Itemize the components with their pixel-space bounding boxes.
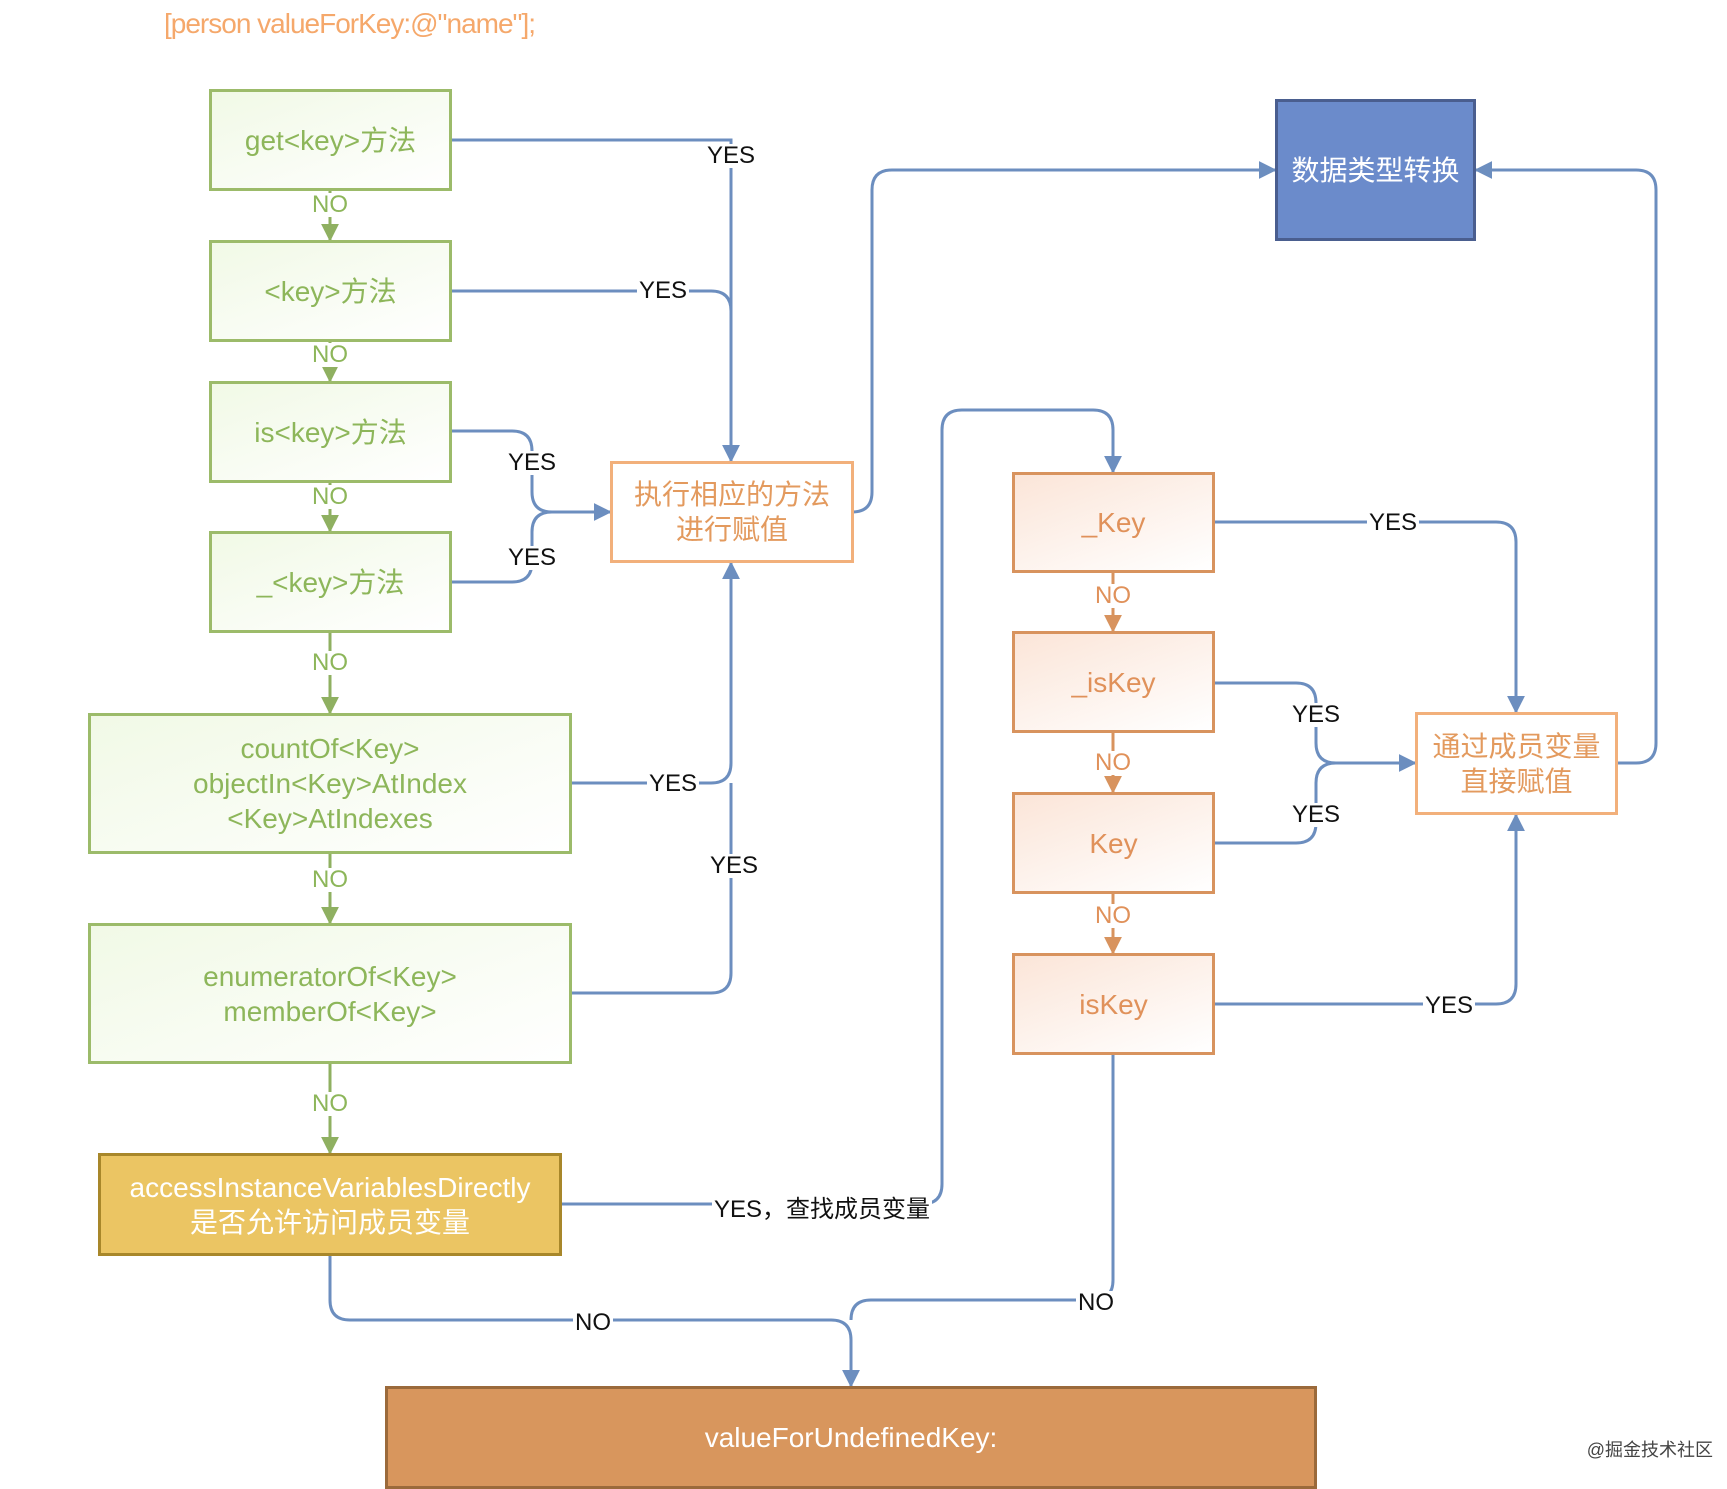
isKey-box: isKey	[1012, 953, 1215, 1055]
ivar-assign-line-1: 通过成员变量	[1432, 730, 1601, 762]
no-label-1: NO	[310, 191, 350, 218]
access-directly-box: accessInstanceVariablesDirectly 是否允许访问成员…	[98, 1153, 562, 1256]
yes-label-underscore-key: YES	[505, 544, 559, 571]
enumerator-of-line-1: enumeratorOf<Key>	[203, 960, 457, 992]
count-of-box: countOf<Key> objectIn<Key>AtIndex <Key>A…	[88, 713, 572, 854]
underscore-key-method-box: _<key>方法	[209, 531, 452, 633]
is-key-method-label: is<key>方法	[254, 416, 407, 448]
value-for-undefined-key-label: valueForUndefinedKey:	[704, 1422, 998, 1453]
yes-enumerator-of	[572, 783, 733, 995]
underscore-Key-box: _Key	[1012, 472, 1215, 573]
value-for-undefined-key-box: valueForUndefinedKey:	[385, 1386, 1317, 1489]
isKey-label: isKey	[1079, 988, 1148, 1020]
Key-label: Key	[1089, 827, 1138, 859]
underscore-isKey-label: _isKey	[1071, 666, 1156, 698]
get-key-method-label: get<key>方法	[244, 124, 417, 156]
key-method-label: <key>方法	[264, 275, 397, 307]
yes-_key	[1215, 520, 1525, 714]
assign-to-convert	[1474, 161, 1658, 765]
underscore-isKey-box: _isKey	[1012, 631, 1215, 733]
no-label-2: NO	[310, 341, 350, 368]
no-label-r1: NO	[1093, 582, 1133, 609]
yes-label-key: YES	[636, 277, 690, 304]
yes-label-count-of: YES	[646, 770, 700, 797]
no-label-r3: NO	[1093, 902, 1133, 929]
yes-label-_key: YES	[1366, 509, 1420, 536]
ivar-assign-line-2: 直接赋值	[1460, 765, 1573, 797]
yes-label-is-key: YES	[505, 449, 559, 476]
type-conversion-box: 数据类型转换	[1275, 99, 1476, 241]
no-label-3: NO	[310, 483, 350, 510]
yes-search-ivar	[562, 408, 1122, 1206]
get-key-method-box: get<key>方法	[209, 89, 452, 191]
no-label-6: NO	[310, 1090, 350, 1117]
yes-label-get-key: YES	[704, 142, 758, 169]
key-method-box: <key>方法	[209, 240, 452, 342]
yes-key	[452, 289, 733, 461]
no-label-4: NO	[310, 649, 350, 676]
enumerator-of-line-2: memberOf<Key>	[223, 995, 437, 1027]
no-label-5: NO	[310, 866, 350, 893]
Key-box: Key	[1012, 792, 1215, 894]
yes-label-_iskey: YES	[1289, 701, 1343, 728]
is-key-method-box: is<key>方法	[209, 381, 452, 483]
yes-search-ivar-label: YES，查找成员变量	[711, 1196, 933, 1223]
yes-label-iskey-ivar: YES	[1422, 992, 1476, 1019]
access-directly-line-1: accessInstanceVariablesDirectly	[129, 1171, 531, 1203]
execute-to-convert	[851, 161, 1277, 514]
no-label-iskey: NO	[1076, 1289, 1116, 1316]
execute-method-line-1: 执行相应的方法	[633, 479, 830, 510]
count-of-line-3: <Key>AtIndexes	[227, 803, 433, 834]
yes-get-key	[452, 138, 740, 463]
no-iskey-to-undefined	[849, 1055, 1115, 1321]
type-conversion-label: 数据类型转换	[1291, 154, 1460, 186]
access-directly-line-2: 是否允许访问成员变量	[189, 1206, 470, 1238]
no-label-access: NO	[573, 1309, 613, 1336]
count-of-line-1: countOf<Key>	[240, 733, 420, 764]
watermark: @掘金技术社区	[1586, 1440, 1713, 1460]
yes-label-enumerator-of: YES	[707, 852, 761, 879]
execute-method-line-2: 进行赋值	[675, 514, 788, 545]
yes-count-of	[572, 561, 740, 785]
execute-method-box: 执行相应的方法 进行赋值	[610, 461, 854, 563]
underscore-key-method-label: _<key>方法	[256, 566, 405, 598]
yes-label-key-ivar: YES	[1289, 801, 1343, 828]
no-label-r2: NO	[1093, 749, 1133, 776]
code-title: [person valueForKey:@"name"];	[164, 8, 536, 39]
underscore-Key-label: _Key	[1081, 507, 1146, 538]
yes-iskey-ivar	[1215, 813, 1525, 1006]
enumerator-of-box: enumeratorOf<Key> memberOf<Key>	[88, 923, 572, 1064]
count-of-line-2: objectIn<Key>AtIndex	[193, 768, 467, 799]
ivar-assign-box: 通过成员变量 直接赋值	[1415, 712, 1618, 815]
